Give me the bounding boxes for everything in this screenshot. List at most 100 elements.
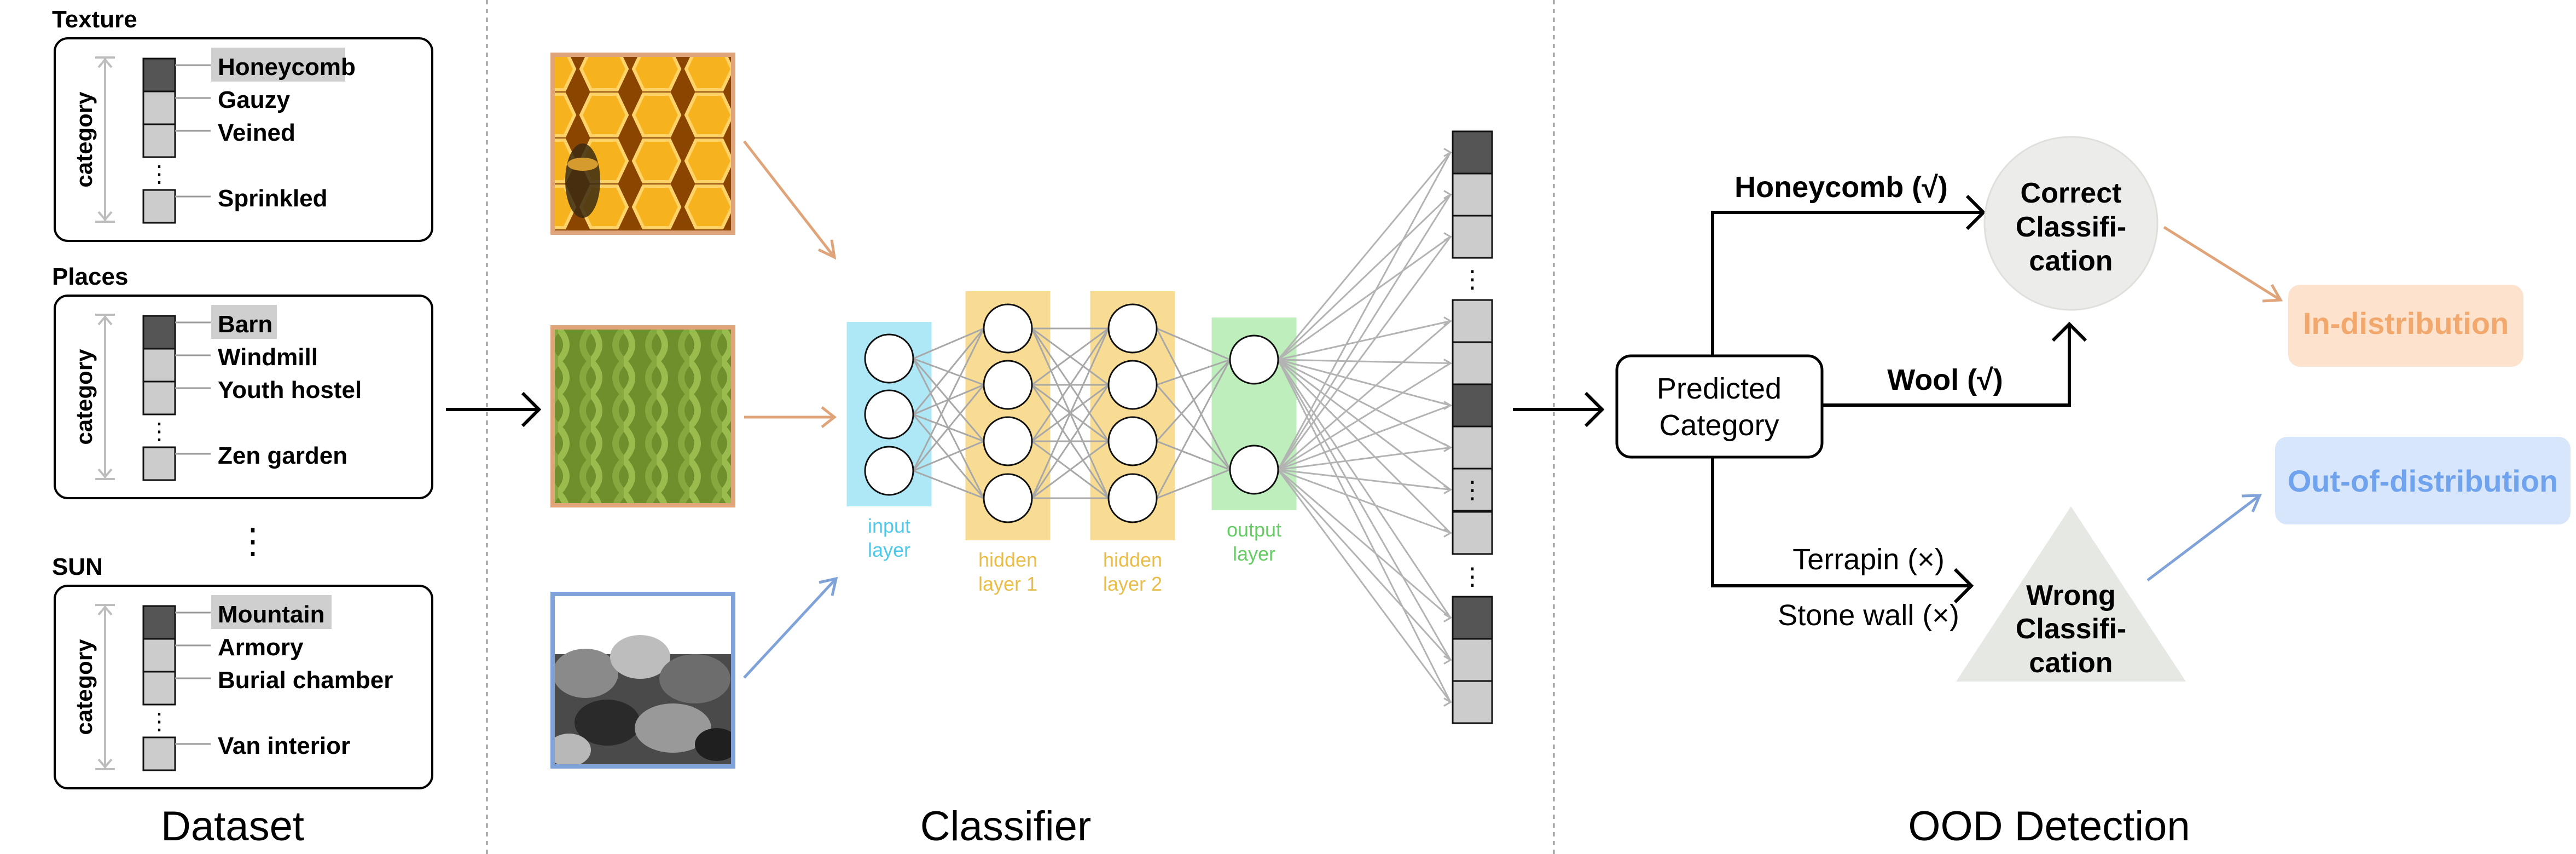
- layer-label: input: [868, 515, 910, 537]
- out-of-distribution-label: Out-of-distribution: [2288, 464, 2558, 498]
- axis-arrow-down: [97, 758, 113, 769]
- category-axis-label: category: [71, 91, 97, 188]
- layer-label: layer 1: [978, 573, 1037, 595]
- section-title-dataset: Dataset: [161, 803, 304, 850]
- dataset-panel: Texturecategory⋮HoneycombGauzyVeinedSpri…: [52, 6, 433, 789]
- output-connection: [1277, 194, 1452, 470]
- output-vector-ellipsis: ⋮: [1460, 563, 1484, 590]
- connection: [913, 327, 984, 360]
- connection: [1156, 327, 1231, 361]
- category-cell: [142, 380, 176, 416]
- output-connection: [1277, 236, 1452, 470]
- category-label: Armory: [218, 634, 304, 661]
- neuron: [1107, 303, 1158, 354]
- label-honeycomb-correct: Honeycomb (√): [1734, 171, 1948, 204]
- stone-wall-image: [550, 592, 735, 769]
- output-connection: [1278, 320, 1451, 361]
- output-connection: [1278, 469, 1451, 491]
- connection: [912, 328, 985, 415]
- correct-line1: Correct: [2021, 177, 2122, 209]
- label-terrapin-wrong: Terrapin (×): [1792, 543, 1945, 576]
- dataset-ellipsis: ⋮: [235, 521, 270, 561]
- output-vector-cell: [1452, 130, 1493, 175]
- output-vector-cell: [1452, 172, 1493, 217]
- outcome-arrows: [2146, 226, 2283, 581]
- output-connection-arrowhead: [1443, 485, 1452, 494]
- category-label: Mountain: [218, 601, 325, 628]
- category-label: Burial chamber: [218, 667, 393, 694]
- output-connection: [1278, 359, 1451, 448]
- output-connection-arrowhead: [1443, 232, 1452, 241]
- output-vector-cell: [1452, 468, 1493, 512]
- neuron: [864, 333, 914, 384]
- wool-image: [550, 325, 735, 507]
- wrong-line3: cation: [2029, 647, 2113, 679]
- output-connection: [1277, 194, 1452, 361]
- predicted-category-line1: Predicted: [1657, 372, 1782, 405]
- output-connection: [1278, 359, 1451, 364]
- connection: [1156, 440, 1231, 471]
- category-cell: [142, 736, 176, 771]
- output-connection: [1277, 469, 1452, 661]
- axis-arrow-up: [97, 605, 113, 616]
- output-vector-cell: [1452, 680, 1493, 724]
- category-cell: [142, 315, 176, 350]
- category-cell: [142, 671, 176, 706]
- output-connection: [1277, 469, 1452, 703]
- wrong-line1: Wrong: [2026, 580, 2116, 611]
- section-title-classifier: Classifier: [920, 803, 1092, 850]
- classifier-to-ood-arrowhead: [1584, 391, 1605, 428]
- category-axis-label: category: [71, 349, 97, 445]
- connection: [1156, 359, 1231, 442]
- output-connection-arrowhead: [1443, 697, 1452, 707]
- output-vector-cell: [1452, 638, 1493, 682]
- correct-line2: Classifi-: [2016, 211, 2126, 243]
- dataset-texture-panel: Texturecategory⋮HoneycombGauzyVeinedSpri…: [52, 6, 433, 242]
- axis-arrow-down: [97, 211, 113, 222]
- connection: [1156, 359, 1231, 386]
- neuron: [983, 473, 1033, 523]
- output-connection: [1278, 405, 1451, 471]
- output-connection: [1277, 152, 1452, 470]
- category-axis-label: category: [71, 639, 97, 735]
- category-label: Windmill: [218, 344, 318, 371]
- category-label: Van interior: [218, 732, 350, 759]
- category-cell: [142, 348, 176, 383]
- axis-arrow-up: [97, 57, 113, 68]
- output-connection-arrowhead: [1443, 655, 1452, 665]
- category-label: Veined: [218, 119, 295, 146]
- connection: [1156, 469, 1231, 499]
- wrong-classification-triangle: [1956, 506, 2186, 682]
- output-connection: [1277, 359, 1452, 661]
- connection: [1031, 384, 1110, 499]
- output-connection: [1278, 469, 1451, 534]
- wrong-line2: Classifi-: [2016, 613, 2126, 645]
- image-arrows: [743, 140, 838, 679]
- dataset-name: SUN: [52, 553, 103, 580]
- output-connection-arrowhead: [1443, 359, 1452, 368]
- connection: [1031, 327, 1109, 386]
- connection: [913, 470, 984, 499]
- category-cell: [142, 189, 176, 224]
- output-connection: [1278, 320, 1451, 471]
- layer-label: output: [1227, 518, 1281, 541]
- category-ellipsis: ⋮: [148, 161, 171, 187]
- output-connection: [1277, 359, 1452, 534]
- neuron: [983, 416, 1033, 466]
- output-connection: [1278, 469, 1451, 619]
- category-cell: [142, 123, 176, 158]
- connection: [1031, 328, 1110, 442]
- category-ellipsis: ⋮: [148, 708, 171, 734]
- output-vector-cell: [1452, 383, 1493, 428]
- section-title-ood: OOD Detection: [1908, 803, 2190, 850]
- neuron: [1107, 416, 1158, 466]
- neuron: [983, 303, 1033, 354]
- connection: [1031, 328, 1110, 499]
- output-vector-cell: [1452, 425, 1493, 470]
- output-connection-arrowhead: [1443, 613, 1452, 622]
- label-stonewall-wrong: Stone wall (×): [1778, 599, 1959, 632]
- output-connection: [1278, 359, 1451, 406]
